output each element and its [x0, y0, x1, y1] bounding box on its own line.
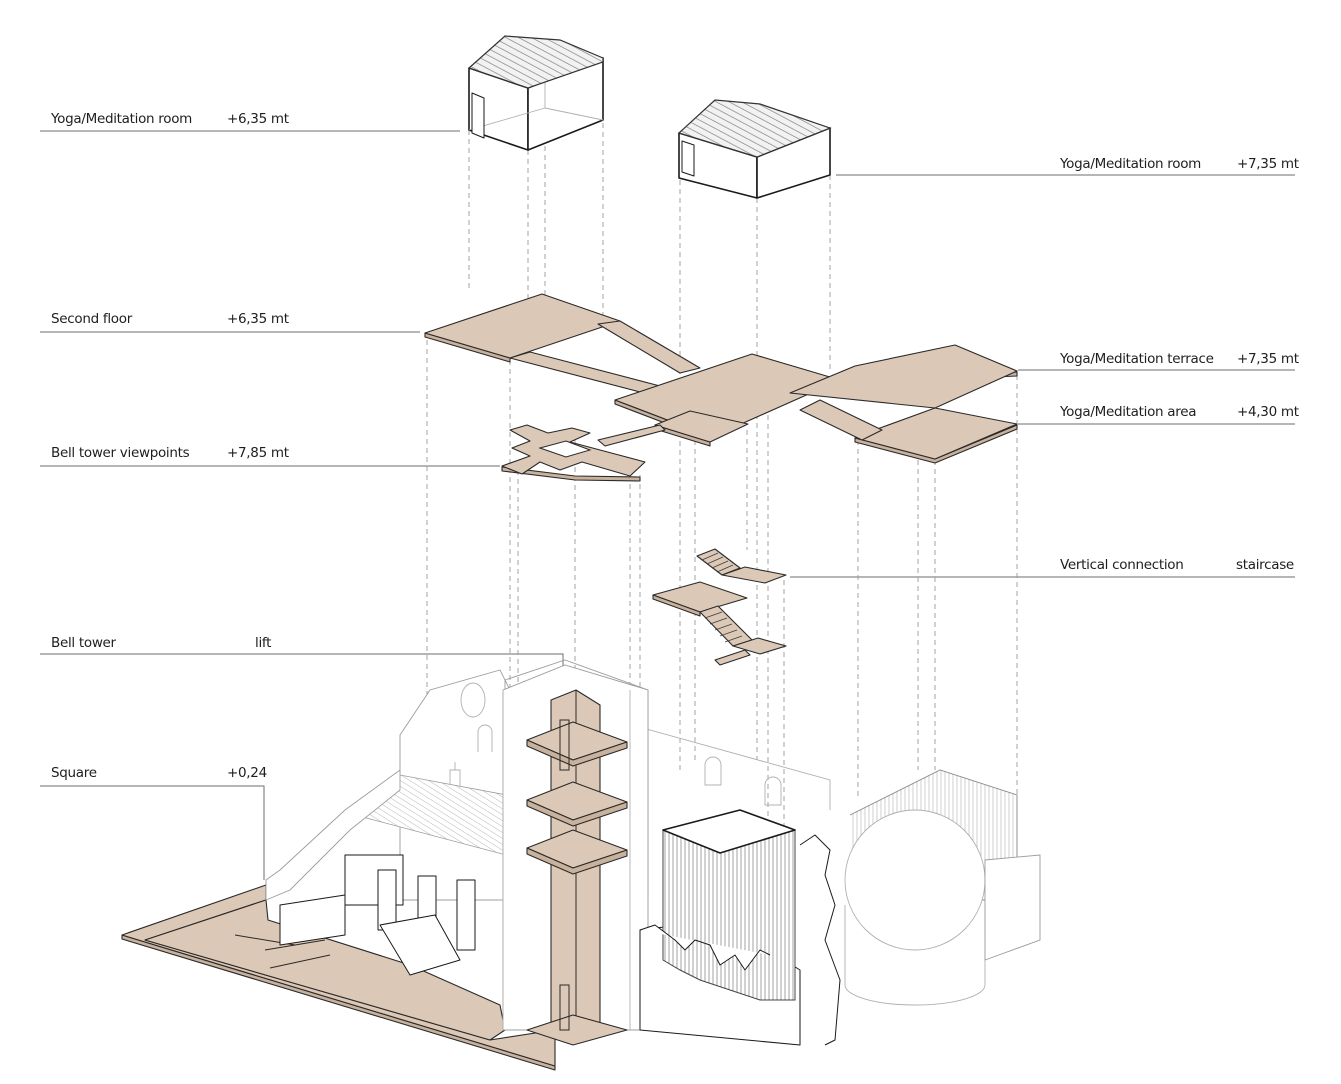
lift-shaft	[526, 689, 628, 1046]
label-area-value: +4,30 mt	[1237, 404, 1299, 420]
label-staircase-name: Vertical connection	[1060, 557, 1184, 573]
label-staircase-value: staircase	[1236, 557, 1294, 573]
label-second-floor-value: +6,35 mt	[227, 311, 289, 327]
label-bell-tower-value: lift	[255, 635, 272, 651]
yoga-room-right	[677, 99, 832, 199]
square-ground	[121, 884, 556, 1071]
second-floor-slab	[424, 293, 621, 359]
label-room-left-name: Yoga/Meditation room	[51, 111, 193, 127]
label-area-name: Yoga/Meditation area	[1060, 404, 1197, 420]
label-room-right-value: +7,35 mt	[1237, 156, 1299, 172]
label-terrace-value: +7,35 mt	[1237, 351, 1299, 367]
church-outline	[265, 659, 831, 976]
bell-tower	[502, 664, 649, 1046]
label-room-left-value: +6,35 mt	[227, 111, 289, 127]
label-bell-tower-name: Bell tower	[51, 635, 116, 651]
label-square-name: Square	[51, 765, 97, 781]
leader-lines	[40, 130, 1295, 880]
label-second-floor-name: Second floor	[51, 311, 132, 327]
label-terrace-name: Yoga/Meditation terrace	[1060, 351, 1214, 367]
yoga-room-left	[467, 35, 604, 151]
ruins	[639, 769, 1041, 1046]
label-room-right-name: Yoga/Meditation room	[1060, 156, 1202, 172]
floor-slabs	[424, 293, 1018, 482]
label-viewpoints-name: Bell tower viewpoints	[51, 445, 190, 461]
label-viewpoints-value: +7,85 mt	[227, 445, 289, 461]
label-square-value: +0,24	[227, 765, 267, 781]
area-slab	[854, 407, 1018, 460]
vertical-staircase	[652, 548, 787, 666]
terrace-slab-right	[789, 344, 1018, 409]
leader-square	[40, 785, 265, 880]
